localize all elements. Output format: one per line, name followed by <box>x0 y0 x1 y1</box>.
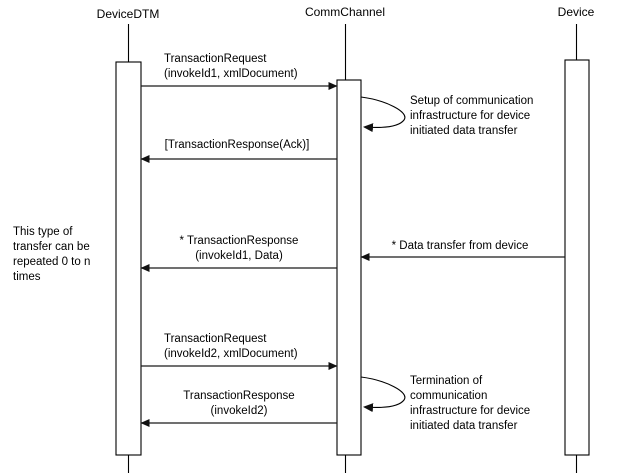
activation-bar-device <box>564 59 590 456</box>
message-data-transfer-from-device[interactable]: * Data transfer from device <box>360 240 565 261</box>
note-line3: repeated 0 to n <box>13 256 90 268</box>
activation-bar-commchannel <box>336 79 362 456</box>
participant-label-commchannel: CommChannel <box>305 5 385 19</box>
self-message-label-line2: infrastructure for device <box>410 110 530 122</box>
message-label-line1: [TransactionResponse(Ack)] <box>165 139 310 151</box>
message-label-line1: TransactionResponse <box>183 390 294 402</box>
self-message-label-line4: initiated data transfer <box>410 420 518 432</box>
participant-commchannel[interactable]: CommChannel <box>305 5 385 473</box>
message-label-line1: TransactionRequest <box>164 333 267 345</box>
self-message-termination[interactable]: Termination of communication infrastruct… <box>360 375 530 432</box>
message-label-line2: (invokeId2) <box>211 405 268 417</box>
message-transaction-response-2[interactable]: TransactionResponse (invokeId2) <box>140 390 337 427</box>
self-message-label-line3: infrastructure for device <box>410 405 530 417</box>
note-line1: This type of <box>13 226 73 238</box>
message-transaction-request-1[interactable]: TransactionRequest (invokeId1, xmlDocume… <box>141 53 338 90</box>
message-label-line2: (invokeId2, xmlDocument) <box>164 348 298 360</box>
self-message-label-line1: Termination of <box>410 375 483 387</box>
participant-label-device: Device <box>558 5 595 19</box>
self-message-label-line3: initiated data transfer <box>410 125 518 137</box>
message-label-line1: * Data transfer from device <box>392 240 529 252</box>
self-message-label-line2: communication <box>410 390 487 402</box>
message-transaction-response-data[interactable]: * TransactionResponse (invokeId1, Data) <box>140 235 337 272</box>
message-label-line1: * TransactionResponse <box>180 235 299 247</box>
participant-device[interactable]: Device <box>558 5 595 473</box>
activation-bar-devicedtm <box>115 61 142 456</box>
message-label-line1: TransactionRequest <box>164 53 267 65</box>
note-repeat-transfer: This type of transfer can be repeated 0 … <box>13 226 90 283</box>
note-line4: times <box>13 271 41 283</box>
participant-devicedtm[interactable]: DeviceDTM <box>97 7 160 473</box>
message-transaction-response-ack[interactable]: [TransactionResponse(Ack)] <box>140 139 337 163</box>
note-line2: transfer can be <box>13 241 90 253</box>
self-message-loop-setup <box>360 96 406 133</box>
self-message-label-line1: Setup of communication <box>410 95 533 107</box>
self-message-loop-termination <box>360 376 406 413</box>
self-message-setup[interactable]: Setup of communication infrastructure fo… <box>360 95 533 137</box>
message-label-line2: (invokeId1, xmlDocument) <box>164 68 298 80</box>
message-transaction-request-2[interactable]: TransactionRequest (invokeId2, xmlDocume… <box>141 333 338 370</box>
message-label-line2: (invokeId1, Data) <box>195 250 283 262</box>
participant-label-devicedtm: DeviceDTM <box>97 7 160 21</box>
